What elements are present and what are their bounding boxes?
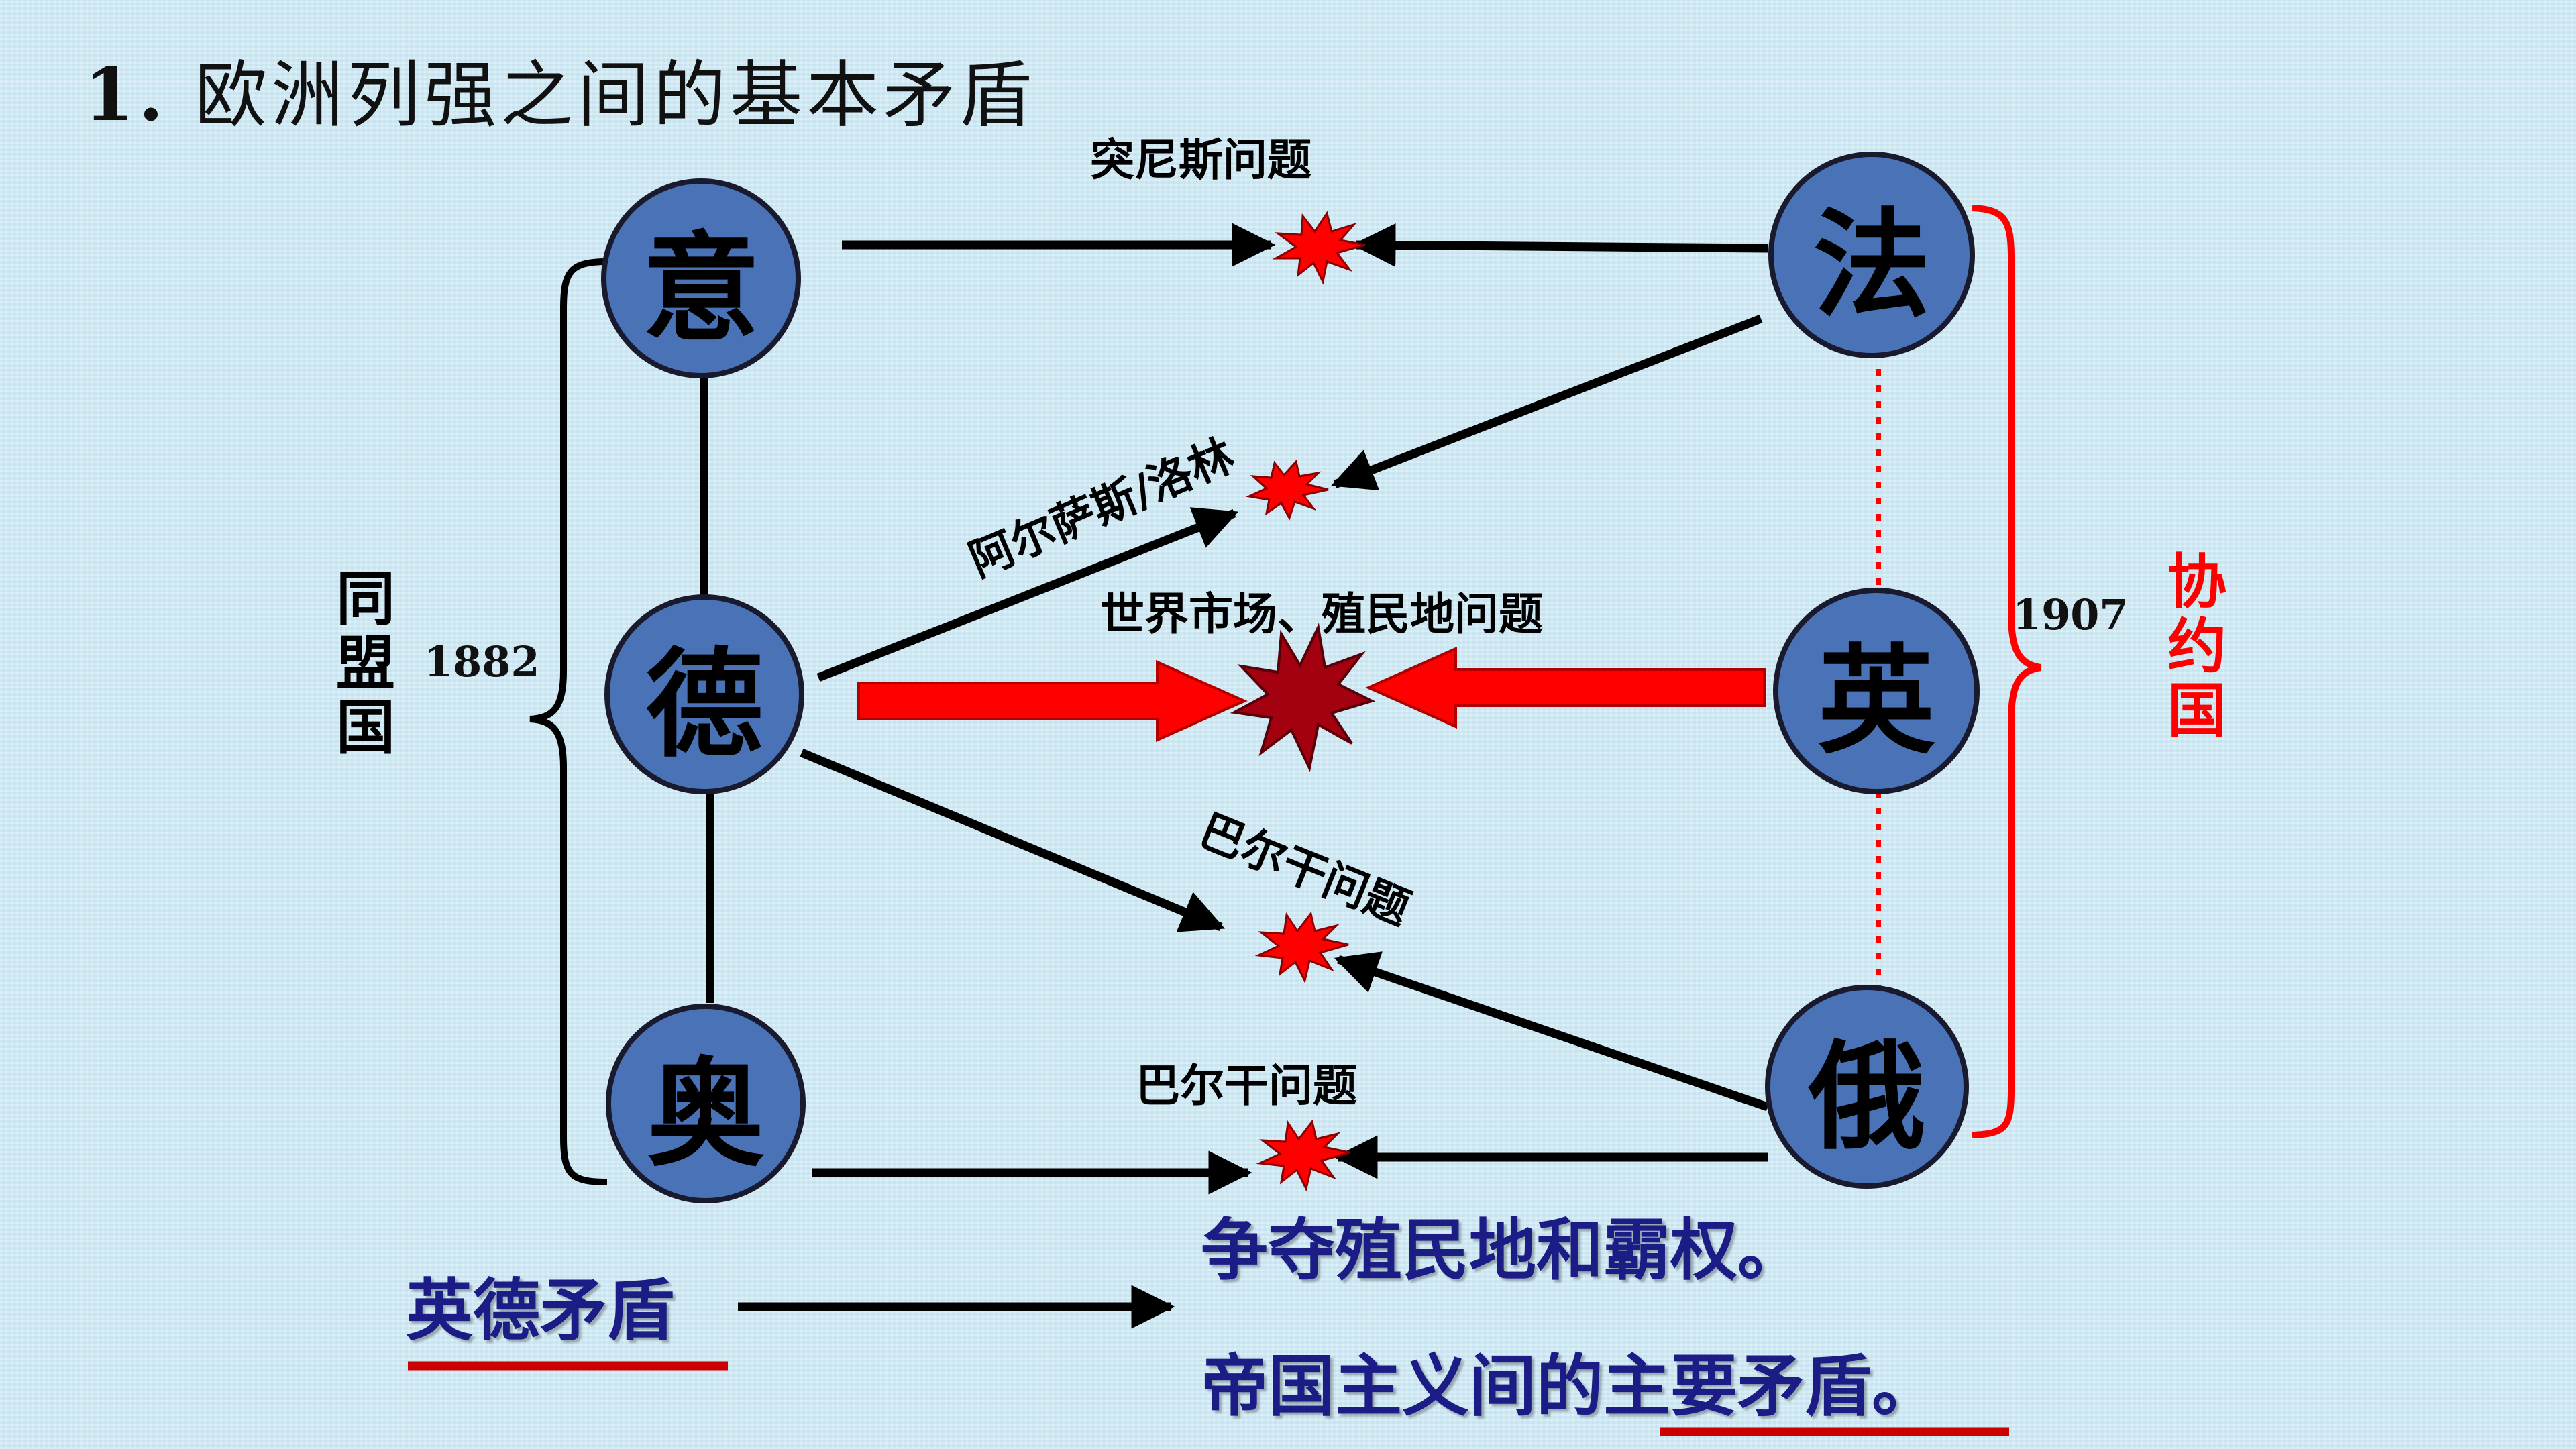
triple-alliance-label: 同盟国: [335, 564, 395, 762]
triple-alliance-brace: [529, 258, 608, 1185]
world-market-conflict-burst: [1230, 623, 1376, 773]
tunisia-conflict-burst: [1272, 211, 1366, 285]
summary-line1: 争夺殖民地和霸权。: [1201, 1210, 1805, 1289]
austria-label: 奥: [647, 1046, 765, 1183]
balkans-arrow-germany: [800, 748, 1226, 932]
triple-entente-brace: [1972, 205, 2041, 1138]
britain-germany-arrow-right: [1365, 646, 1766, 729]
issue-world-market: 世界市场、殖民地问题: [1100, 588, 1543, 640]
france-node: [1768, 152, 1975, 358]
summary-label: 英德矛盾: [406, 1271, 674, 1350]
triple-entente-label: 协约国: [2167, 547, 2226, 745]
summary-line2: 帝国主义间的主要矛盾。: [1201, 1346, 1939, 1426]
page-title: 1. 欧洲列强之间的基本矛盾: [84, 37, 1036, 142]
germany-label: 德: [645, 637, 763, 773]
balkans2-conflict-burst: [1256, 1119, 1350, 1192]
issue-balkans-2: 巴尔干问题: [1136, 1060, 1357, 1112]
russia-node: [1765, 985, 1969, 1189]
france-label: 法: [1813, 197, 1931, 334]
title-number: 1.: [84, 53, 168, 138]
britain-germany-arrow-left: [857, 659, 1248, 743]
italy-label: 意: [642, 221, 760, 358]
alsace-conflict-burst: [1245, 459, 1329, 521]
alsace-arrow-germany: [816, 507, 1239, 682]
title-text: 欧洲列强之间的基本矛盾: [195, 54, 1036, 138]
balkans-conflict-burst: [1254, 911, 1349, 984]
triple-entente-year: 1907: [2012, 590, 2129, 639]
alsace-arrow-france: [1330, 314, 1763, 491]
triple-alliance-year: 1882: [424, 637, 540, 686]
italy-node: [601, 178, 801, 378]
russia-label: 俄: [1808, 1029, 1926, 1166]
britain-label: 英: [1817, 633, 1935, 770]
austria-node: [606, 1004, 806, 1203]
germany-node: [604, 594, 804, 794]
britain-node: [1773, 588, 1980, 794]
issue-tunisia: 突尼斯问题: [1090, 134, 1311, 186]
balkans-arrow-russia: [1334, 951, 1770, 1112]
tunisia-arrow-france: [1352, 223, 1768, 267]
